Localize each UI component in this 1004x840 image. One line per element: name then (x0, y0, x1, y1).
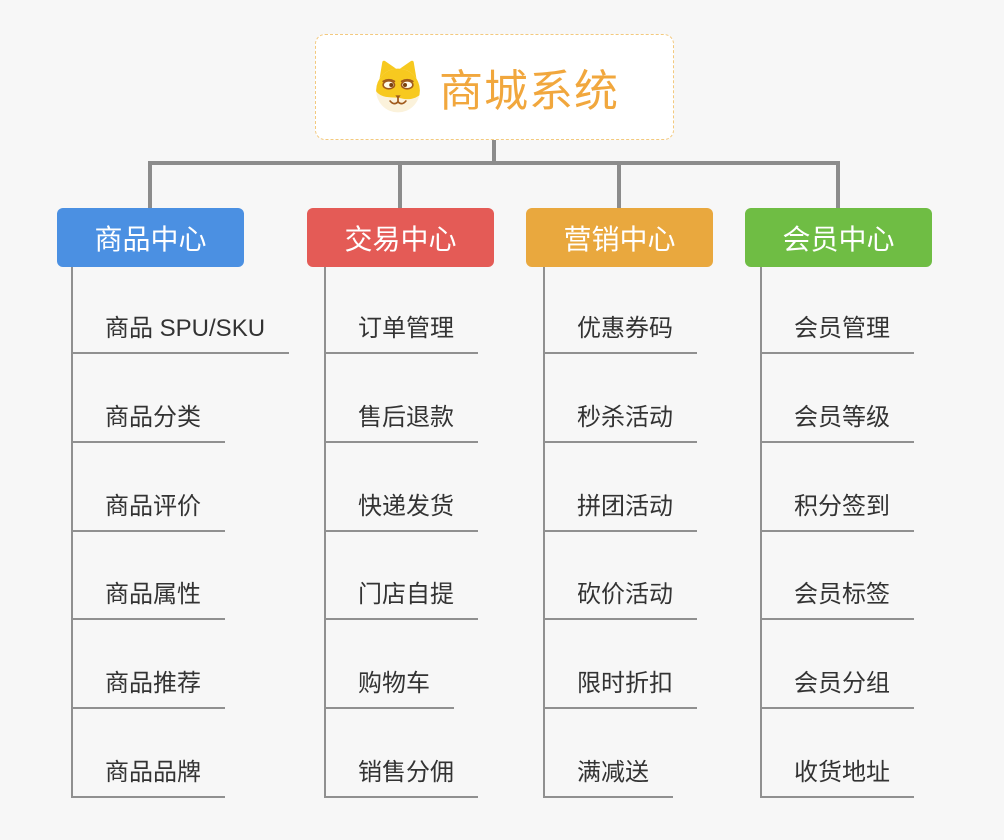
trunk-marketing-center (543, 267, 545, 798)
branch-label: 交易中心 (344, 223, 457, 255)
leaf-node[interactable]: 会员标签 (760, 582, 914, 620)
leaf-node[interactable]: 积分签到 (760, 494, 914, 532)
leaf-node[interactable]: 秒杀活动 (543, 405, 697, 443)
leaf-node[interactable]: 商品分类 (71, 405, 225, 443)
leaf-node[interactable]: 满减送 (543, 760, 673, 798)
leaf-node[interactable]: 商品推荐 (71, 671, 225, 709)
root-node-label: 商城系统 (439, 67, 619, 116)
connector-drop-1 (148, 161, 152, 208)
trunk-trade-center (324, 267, 326, 798)
leaf-node[interactable]: 销售分佣 (324, 760, 478, 798)
leaf-node[interactable]: 拼团活动 (543, 494, 697, 532)
leaf-node[interactable]: 购物车 (324, 671, 454, 709)
branch-label: 商品中心 (94, 223, 207, 255)
branch-product-center[interactable]: 商品中心 (57, 208, 244, 267)
connector-root-vertical (492, 140, 496, 165)
dog-face-icon (376, 60, 420, 113)
branch-label: 营销中心 (563, 223, 676, 255)
leaf-node[interactable]: 砍价活动 (543, 582, 697, 620)
branch-marketing-center[interactable]: 营销中心 (526, 208, 713, 267)
connector-drop-3 (617, 161, 621, 208)
branch-label: 会员中心 (782, 223, 895, 255)
connector-bus-horizontal (148, 161, 840, 165)
leaf-node[interactable]: 商品属性 (71, 582, 225, 620)
branch-member-center[interactable]: 会员中心 (745, 208, 932, 267)
leaf-node[interactable]: 商品品牌 (71, 760, 225, 798)
leaf-node[interactable]: 优惠券码 (543, 316, 697, 354)
leaf-node[interactable]: 门店自提 (324, 582, 478, 620)
connector-drop-4 (836, 161, 840, 208)
leaf-node[interactable]: 限时折扣 (543, 671, 697, 709)
leaf-node[interactable]: 会员分组 (760, 671, 914, 709)
connector-drop-2 (398, 161, 402, 208)
trunk-member-center (760, 267, 762, 798)
leaf-node[interactable]: 售后退款 (324, 405, 478, 443)
leaf-node[interactable]: 快递发货 (324, 494, 478, 532)
leaf-node[interactable]: 收货地址 (760, 760, 914, 798)
root-node[interactable]: 商城系统 (315, 34, 674, 140)
branch-trade-center[interactable]: 交易中心 (307, 208, 494, 267)
leaf-node[interactable]: 会员等级 (760, 405, 914, 443)
trunk-product-center (71, 267, 73, 798)
leaf-node[interactable]: 商品 SPU/SKU (71, 316, 290, 354)
leaf-node[interactable]: 商品评价 (71, 494, 225, 532)
leaf-node[interactable]: 会员管理 (760, 316, 914, 354)
leaf-node[interactable]: 订单管理 (324, 316, 478, 354)
